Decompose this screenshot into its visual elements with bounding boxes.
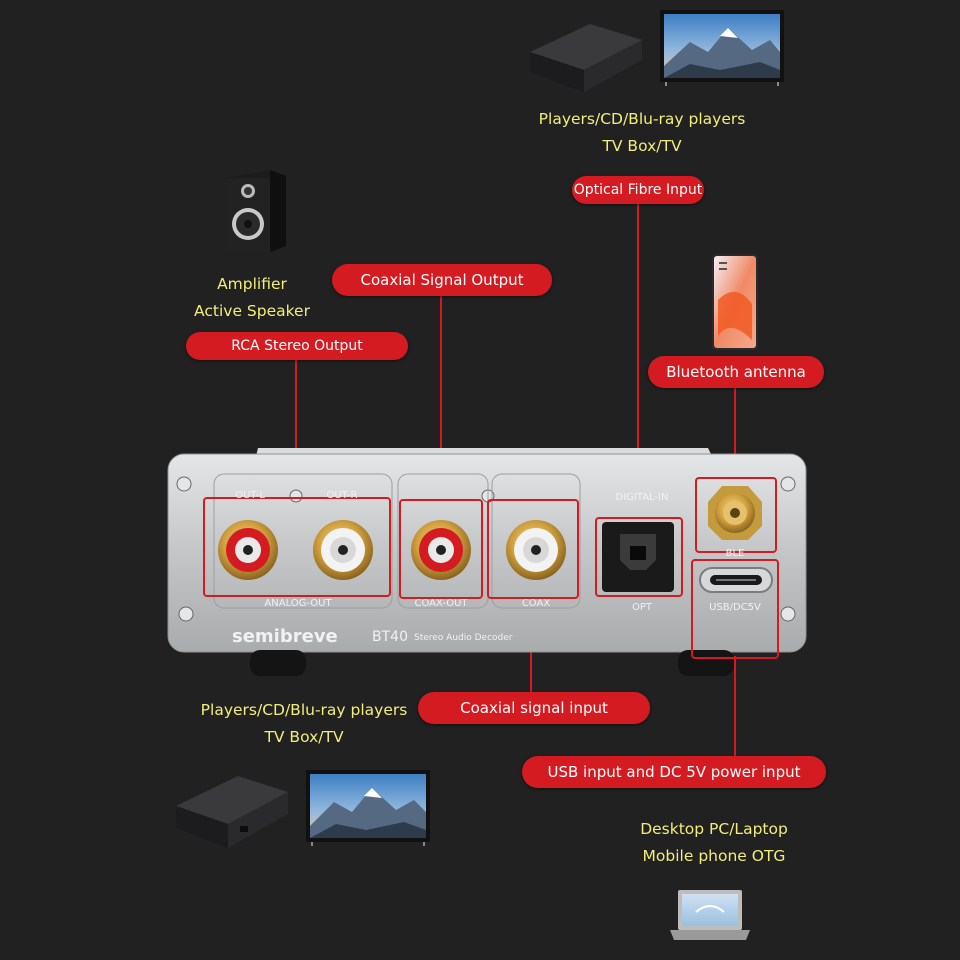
top-player-box	[530, 24, 642, 92]
caption-amplifier: Amplifier Active Speaker	[176, 271, 328, 325]
callout-usb-dc-power-input: USB input and DC 5V power input	[522, 756, 826, 788]
analog-out-label: ANALOG-OUT	[264, 598, 332, 609]
callout-optical-fibre-input: Optical Fibre Input	[572, 176, 704, 204]
caption-line: TV Box/TV	[602, 137, 682, 155]
smartphone	[712, 254, 758, 350]
out-l-label: OUT-L	[235, 490, 265, 501]
bottom-player-box	[176, 776, 288, 848]
rca-out-right-jack	[313, 520, 373, 580]
caption-line: Amplifier	[217, 275, 287, 293]
caption-line: Players/CD/Blu-ray players	[200, 701, 408, 719]
subtitle-label: Stereo Audio Decoder	[414, 633, 513, 643]
usb-dc-label: USB/DC5V	[709, 602, 761, 613]
callout-coaxial-signal-input: Coaxial signal input	[418, 692, 650, 724]
callout-bluetooth-antenna: Bluetooth antenna	[648, 356, 824, 388]
coax-in-jack	[506, 520, 566, 580]
rca-out-left-jack	[218, 520, 278, 580]
ble-label: BLE	[726, 548, 745, 559]
out-r-label: OUT-R	[327, 490, 358, 501]
bluetooth-sma-connector	[708, 486, 762, 540]
caption-top-players: Players/CD/Blu-ray players TV Box/TV	[524, 106, 760, 160]
coax-out-jack	[411, 520, 471, 580]
model-label: BT40	[372, 629, 408, 645]
speaker	[226, 170, 286, 252]
callout-rca-stereo-output: RCA Stereo Output	[186, 332, 408, 360]
callout-coaxial-signal-output: Coaxial Signal Output	[332, 264, 552, 296]
caption-pc-phone: Desktop PC/Laptop Mobile phone OTG	[620, 816, 808, 870]
caption-bottom-players: Players/CD/Blu-ray players TV Box/TV	[186, 697, 422, 751]
top-tv	[660, 10, 784, 86]
optical-port	[602, 522, 674, 592]
caption-line: Players/CD/Blu-ray players	[538, 110, 746, 128]
caption-line: Desktop PC/Laptop	[640, 820, 788, 838]
opt-label: OPT	[632, 602, 653, 613]
usb-c-port	[699, 567, 773, 593]
coax-out-label: COAX-OUT	[414, 598, 468, 609]
highlight-boxes	[203, 477, 779, 659]
digital-in-label: DIGITAL-IN	[616, 492, 669, 503]
caption-line: Active Speaker	[194, 302, 310, 320]
brand-logo: semibreve	[232, 626, 338, 647]
laptop	[670, 890, 750, 940]
caption-line: TV Box/TV	[264, 728, 344, 746]
caption-line: Mobile phone OTG	[642, 847, 786, 865]
coax-label: COAX	[522, 598, 551, 609]
bottom-tv	[306, 770, 430, 846]
